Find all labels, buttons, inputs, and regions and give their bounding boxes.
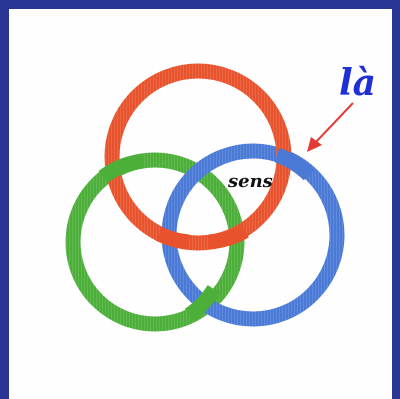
red-over-blue-patch xyxy=(209,231,245,242)
borromean-rings-diagram: sens là xyxy=(9,9,392,399)
red-over-green-patch xyxy=(159,234,189,242)
arrow-la xyxy=(307,103,353,152)
label-sens: sens xyxy=(227,171,273,192)
label-la: là xyxy=(339,62,376,104)
